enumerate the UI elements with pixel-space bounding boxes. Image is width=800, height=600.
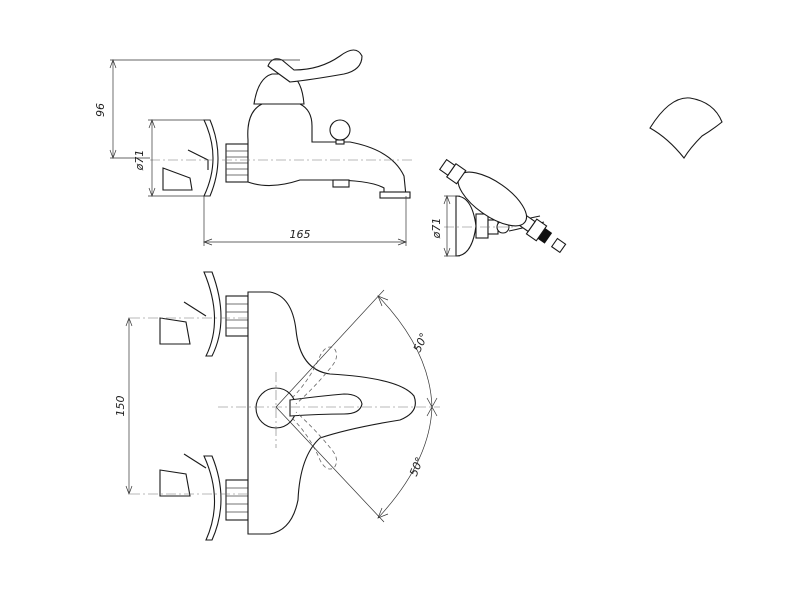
side-wall-flange: [203, 119, 219, 197]
top-upper-inlet-pipe: [159, 317, 191, 345]
top-upper-nut: [225, 295, 249, 337]
top-lever: [289, 393, 363, 417]
shower-head: [649, 97, 723, 159]
top-lower-inlet-pipe: [159, 469, 191, 497]
dim-label-angle-bottom: 50°: [407, 455, 426, 478]
side-dimensions: 96 ø71 165: [94, 59, 407, 246]
dim-label-dia71-holder: ø71: [430, 218, 443, 240]
mixer-side-view: [150, 49, 415, 199]
dim-label-165: 165: [290, 228, 311, 241]
side-inlet-pipe: [162, 167, 193, 191]
shower-holder-body: [475, 213, 489, 239]
side-mixer-body: [247, 103, 407, 197]
holder-dimension: ø71: [430, 195, 460, 257]
lever-ghost-upper: [291, 346, 337, 405]
dim-label-96: 96: [94, 103, 107, 117]
hand-shower: [438, 97, 723, 257]
side-diverter-knob: [329, 119, 351, 141]
dim-label-angle-top: 50°: [411, 331, 431, 354]
top-lower-nut: [225, 479, 249, 521]
top-upper-flange: [203, 271, 222, 357]
dim-label-150: 150: [114, 396, 127, 417]
top-lower-flange: [203, 455, 222, 541]
mixer-top-view: [130, 271, 440, 541]
dim-label-dia71-side: ø71: [133, 150, 146, 172]
